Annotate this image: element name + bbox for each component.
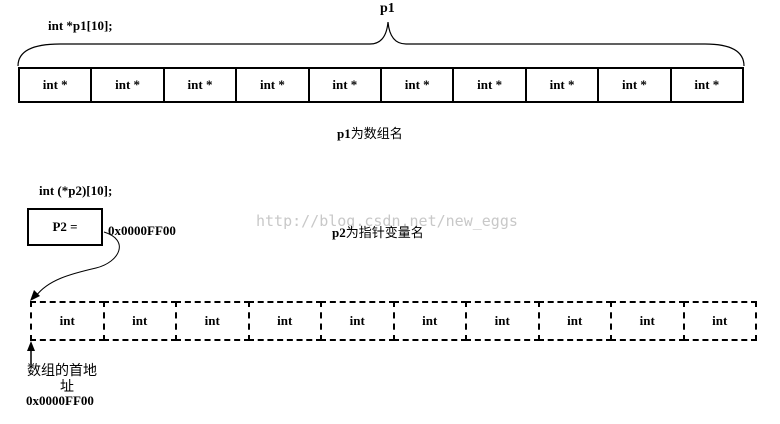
p1-cell: int * [90, 67, 165, 103]
int-cell: int [392, 301, 467, 341]
p1-brace-label: p1 [380, 1, 395, 16]
int-cell: int [682, 301, 757, 341]
p1-caption-var: p1 [337, 126, 351, 141]
int-cell: int [175, 301, 250, 341]
p1-cell: int * [669, 67, 745, 103]
p1-cell: int * [18, 67, 93, 103]
base-address-value: 0x0000FF00 [26, 393, 94, 408]
p1-cell: int * [162, 67, 238, 103]
watermark: http://blog.csdn.net/new_eggs [256, 212, 518, 230]
int-cell: int [465, 301, 540, 341]
p1-declaration: int *p1[10]; [48, 18, 113, 33]
p1-caption: p1为数组名 [337, 123, 403, 142]
p2-caption-var: p2 [332, 225, 346, 240]
p1-cell: int * [452, 67, 527, 103]
int-cell: int [102, 301, 177, 341]
p1-cell: int * [307, 67, 383, 103]
base-address-arrowhead [27, 341, 35, 351]
int-cell: int [320, 301, 395, 341]
p2-pointer-box: P2 = [27, 208, 103, 246]
p1-pointer-array: int *int *int *int *int *int *int *int *… [18, 67, 745, 103]
p2-declaration: int (*p2)[10]; [39, 183, 113, 198]
p1-brace [17, 21, 745, 67]
p1-cell: int * [235, 67, 310, 103]
p1-caption-text: 为数组名 [350, 127, 403, 142]
int-cell: int [537, 301, 612, 341]
int-cell: int [247, 301, 322, 341]
int-cell: int [610, 301, 685, 341]
p1-cell: int * [380, 67, 455, 103]
p2-caption-text: 为指针变量名 [345, 226, 424, 241]
p1-cell: int * [597, 67, 672, 103]
p2-pointer-arrow [35, 231, 120, 297]
int-cell: int [30, 301, 105, 341]
p2-pointer-arrowhead [30, 290, 40, 301]
p1-cell: int * [524, 67, 600, 103]
p2-caption: p2为指针变量名 [332, 222, 424, 241]
p2-address-value: 0x0000FF00 [108, 223, 176, 238]
base-address-note-line2: 址 [60, 379, 74, 395]
base-address-note-line1: 数组的首地 [27, 363, 97, 379]
